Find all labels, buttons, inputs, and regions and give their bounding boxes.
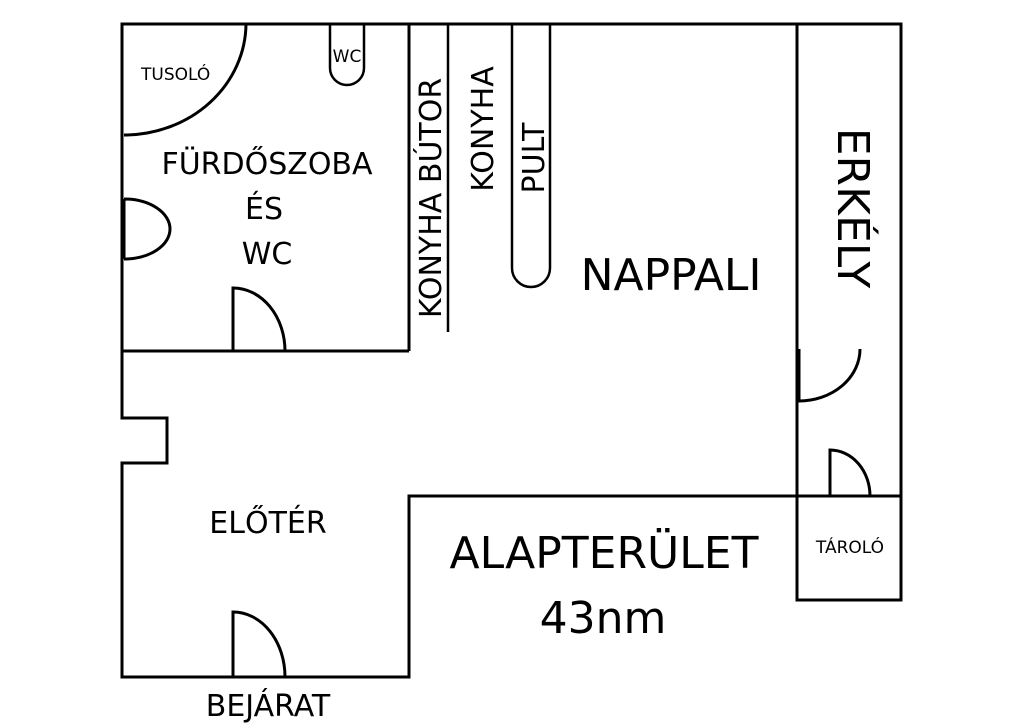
label-kitchen-furniture: KONYHA BÚTOR — [412, 78, 449, 318]
toilet-fixture — [328, 24, 366, 87]
shower-tray — [123, 23, 248, 137]
label-toilet: WC — [333, 47, 362, 67]
label-entrance: BEJÁRAT — [206, 688, 331, 724]
label-shower: TUSOLÓ — [140, 63, 210, 85]
label-balcony: ERKÉLY — [827, 128, 880, 289]
balcony-door — [797, 348, 862, 403]
label-living-room: NAPPALI — [581, 250, 762, 301]
label-bathroom-line1: FÜRDŐSZOBA — [161, 145, 373, 182]
label-kitchen: KONYHA — [466, 66, 501, 192]
outer-wall — [120, 22, 903, 679]
label-hallway: ELŐTÉR — [209, 504, 326, 541]
bathroom-door — [231, 286, 287, 352]
floor-area-value: 43nm — [540, 593, 667, 644]
label-storage: TÁROLÓ — [815, 536, 884, 558]
entrance-door — [231, 610, 287, 678]
label-counter: PULT — [517, 122, 552, 194]
label-bathroom-line2: ÉS — [245, 191, 283, 227]
kitchen-counter — [510, 24, 552, 289]
storage-door — [828, 448, 872, 497]
label-bathroom-line3: WC — [242, 237, 293, 272]
floor-area-label: ALAPTERÜLET — [450, 527, 759, 579]
sink-fixture — [122, 197, 172, 261]
